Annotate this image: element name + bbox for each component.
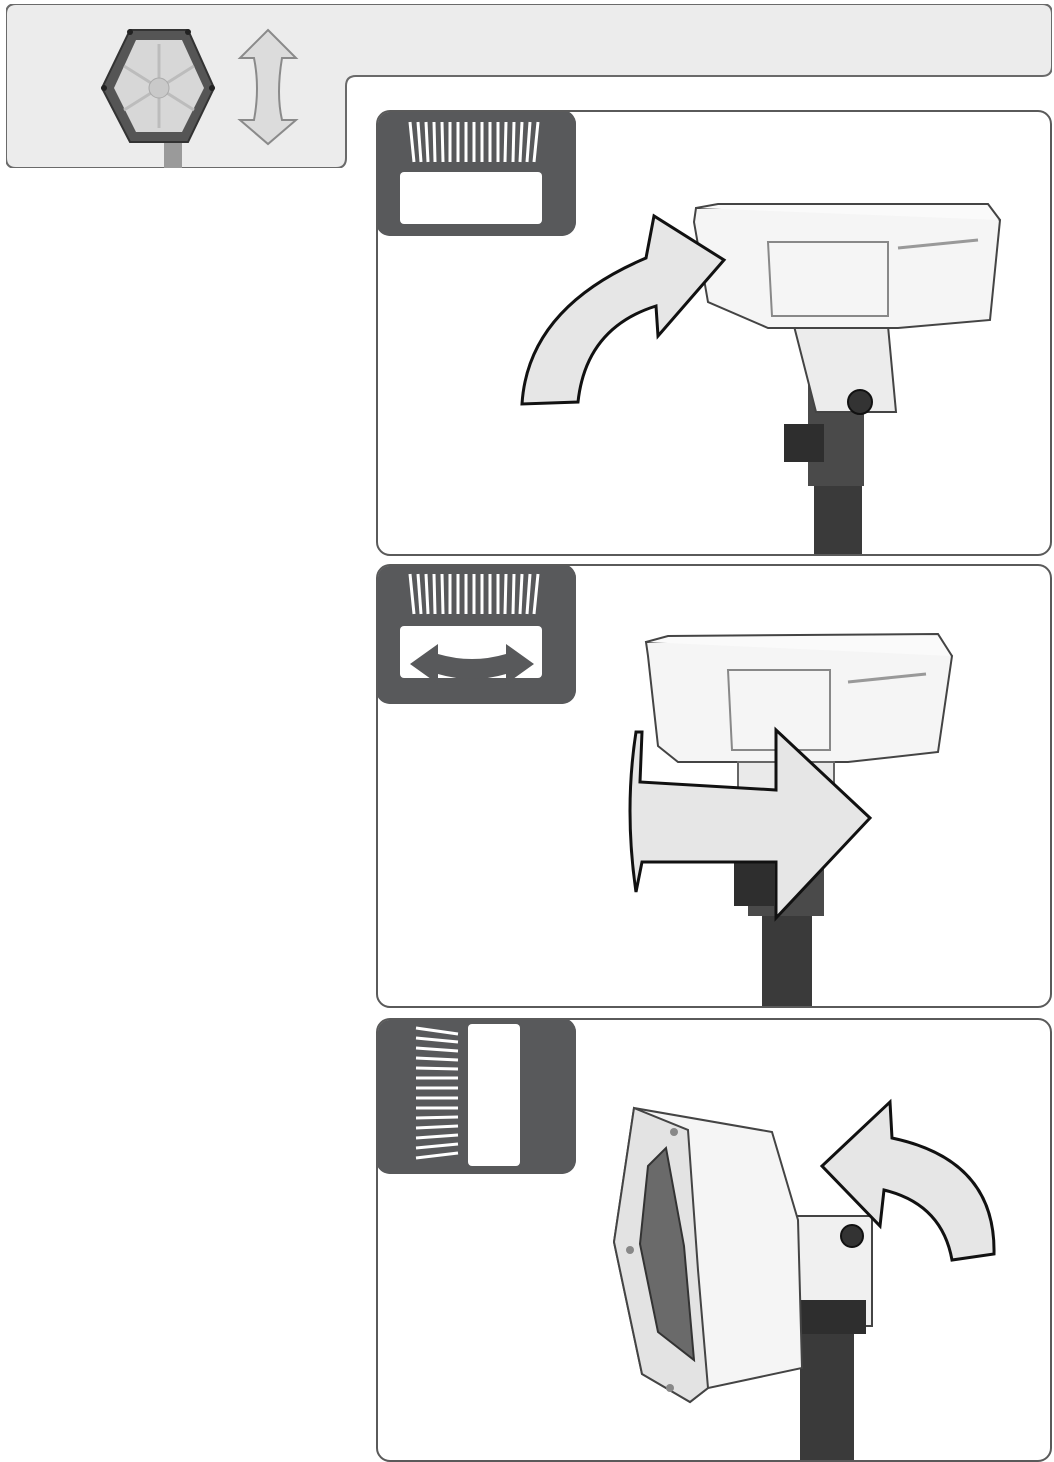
tilt-back-scene: [378, 1020, 1052, 1462]
tilt-forward-scene: [378, 112, 1052, 556]
tilt-forward-arrow-icon: [522, 216, 724, 404]
lamp-housing: [694, 204, 1000, 414]
pole: [790, 1216, 872, 1462]
step-panel-1: [376, 110, 1052, 556]
rotate-horizontal-scene: [378, 566, 1052, 1008]
step-panel-2: [376, 564, 1052, 1008]
step-panel-3: [376, 1018, 1052, 1462]
lamp-housing: [614, 1108, 802, 1402]
